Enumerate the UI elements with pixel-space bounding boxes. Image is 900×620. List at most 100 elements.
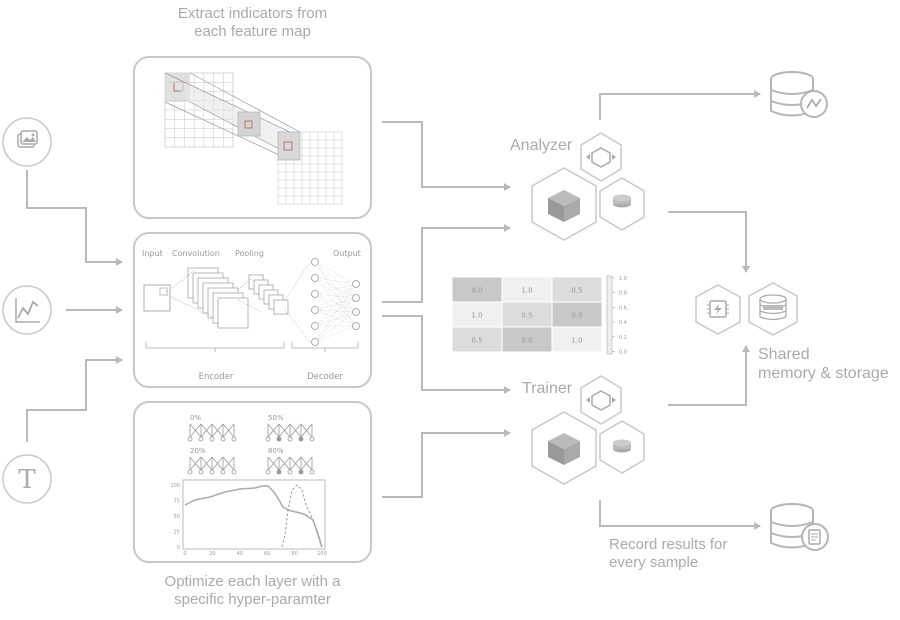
nnet-link <box>314 293 357 299</box>
dropout-edge <box>189 423 202 438</box>
neural-net <box>284 258 360 346</box>
dropout-label-1: 50% <box>268 414 284 422</box>
nnet-link <box>314 283 357 295</box>
colorbar-label: 1.0 <box>619 276 627 282</box>
shared-label: Shared memory & storage <box>758 345 889 383</box>
dropout-edge <box>278 456 291 471</box>
matrix-value: 0.5 <box>521 312 532 320</box>
trainer-small-hex <box>580 375 622 425</box>
dropout-edge <box>267 423 280 438</box>
plot-xtick: 40 <box>237 551 243 557</box>
record-label: Record results for every sample <box>609 536 727 572</box>
nnet-node <box>311 290 319 298</box>
nnet-node <box>311 258 319 266</box>
arrow-cnn-to-analyzer <box>382 224 511 303</box>
arrow-trainer-to-record <box>599 500 761 530</box>
dropout-node <box>231 469 237 475</box>
matrix-value: 1.0 <box>471 312 482 320</box>
chip-icon <box>707 300 729 318</box>
plot-frame <box>182 479 326 550</box>
dropout-node <box>265 469 271 475</box>
dropout-node <box>265 436 271 442</box>
caption-top: Extract indicators from each feature map <box>150 5 355 41</box>
nnet-node <box>311 338 319 346</box>
dropout-node <box>209 469 215 475</box>
nnet-node <box>311 274 319 282</box>
dropout-edge <box>267 456 280 471</box>
matrix-value: 0.5 <box>471 337 482 345</box>
dropout-label-2: 20% <box>190 447 206 455</box>
trainer-cluster <box>531 375 645 485</box>
arrow-image-to-cnn <box>26 170 123 266</box>
conv-layer <box>217 297 249 329</box>
nnet-link <box>314 311 357 343</box>
dropout-net <box>265 456 315 475</box>
dropout-nets <box>187 423 315 475</box>
nnet-link <box>314 283 357 343</box>
connectors <box>26 90 761 530</box>
disk-icon <box>613 194 631 208</box>
plot-ytick: 0 <box>177 545 180 551</box>
arrow-analyzer-to-shared <box>668 211 750 273</box>
shared-line2: memory & storage <box>758 365 889 382</box>
cnn-box: Input Convolution Pooling Output Encoder… <box>133 232 372 388</box>
dropout-net <box>187 423 237 442</box>
plot-xtick: 60 <box>264 551 270 557</box>
nnet-link <box>314 283 357 311</box>
nnet-node <box>352 308 360 316</box>
pool-layers <box>248 274 289 315</box>
encoder-label: Encoder <box>199 372 234 382</box>
storage-stack-icon <box>759 294 787 321</box>
nnet-link <box>314 297 357 327</box>
nnet-link <box>314 261 357 313</box>
plot-curve-solid <box>184 485 323 548</box>
chart-line-icon <box>2 285 52 335</box>
dropout-edge <box>200 423 213 438</box>
middle-window <box>237 111 261 137</box>
dropout-node <box>187 436 193 442</box>
decoder-label: Decoder <box>307 372 343 382</box>
arrow-text-to-cnn <box>26 356 123 442</box>
plot-xtick: 100 <box>317 551 327 557</box>
plot-ytick: 100 <box>170 483 180 489</box>
caption-top-line1: Extract indicators from <box>177 5 328 22</box>
nnet-link <box>314 297 357 311</box>
image-icon <box>2 117 52 167</box>
feature-map-box <box>133 56 372 219</box>
projection-tunnel <box>165 73 300 160</box>
dropout-node <box>287 436 293 442</box>
cnn-output-label: Output <box>333 249 361 258</box>
cnn-convolution-label: Convolution <box>172 249 220 258</box>
record-line1: Record results for <box>609 536 728 553</box>
analyzer-cluster <box>531 132 645 241</box>
cube-icon <box>548 433 580 465</box>
dropout-edge <box>211 456 224 471</box>
dropout-node <box>287 469 293 475</box>
shared-line1: Shared <box>758 346 810 363</box>
nnet-link <box>314 309 357 313</box>
nnet-link <box>314 261 357 327</box>
caption-bottom-line2: specific hyper-paramter <box>174 591 331 608</box>
colorbar-label: 0.8 <box>619 291 627 297</box>
plot-ytick: 25 <box>174 530 180 536</box>
nnet-link <box>314 277 357 327</box>
plot-xtick: 20 <box>209 551 215 557</box>
colorbar-label: 0.2 <box>619 335 627 341</box>
dropout-edge <box>289 423 302 438</box>
arrow-plot-to-trainer <box>382 429 511 498</box>
nnet-node <box>311 306 319 314</box>
dropout-edge <box>278 423 291 438</box>
caption-top-line2: each feature map <box>194 23 311 40</box>
dropout-node <box>209 436 215 442</box>
matrix-cell <box>451 301 503 328</box>
nnet-node <box>352 294 360 302</box>
cnn-pooling-label: Pooling <box>235 249 264 258</box>
output-window <box>277 131 301 161</box>
nnet-link <box>314 293 357 327</box>
transfer-icon <box>586 147 616 168</box>
nnet-link <box>314 261 357 299</box>
